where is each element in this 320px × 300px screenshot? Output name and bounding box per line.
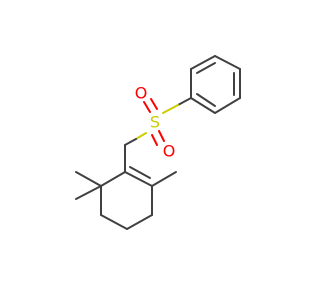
bond — [214, 55, 241, 70]
bond — [162, 104, 179, 114]
bond — [151, 171, 177, 187]
bond — [126, 214, 153, 230]
bond — [124, 138, 137, 146]
bond — [75, 185, 102, 200]
bond — [196, 62, 216, 74]
bond — [196, 93, 216, 107]
atom-label-oxygen-bottom: O — [163, 142, 176, 161]
atom-label-sulfur: S — [150, 113, 160, 132]
cyclohexene-ring — [75, 144, 177, 230]
bond — [190, 55, 216, 70]
bond — [214, 97, 241, 114]
bond — [151, 134, 158, 146]
sulfonyl-bonds — [124, 97, 192, 146]
bond — [100, 214, 128, 230]
atom-label-oxygen-top: O — [135, 84, 148, 103]
bond — [158, 130, 165, 142]
bond — [150, 98, 158, 110]
bond — [135, 132, 147, 140]
benzene-ring — [190, 55, 241, 114]
bond — [143, 101, 151, 113]
bond — [75, 171, 102, 187]
bond — [100, 171, 126, 187]
molecule-diagram: S O O — [75, 55, 241, 230]
bond — [129, 166, 151, 179]
bond — [124, 171, 153, 187]
bond — [190, 97, 216, 114]
bond — [177, 97, 192, 106]
